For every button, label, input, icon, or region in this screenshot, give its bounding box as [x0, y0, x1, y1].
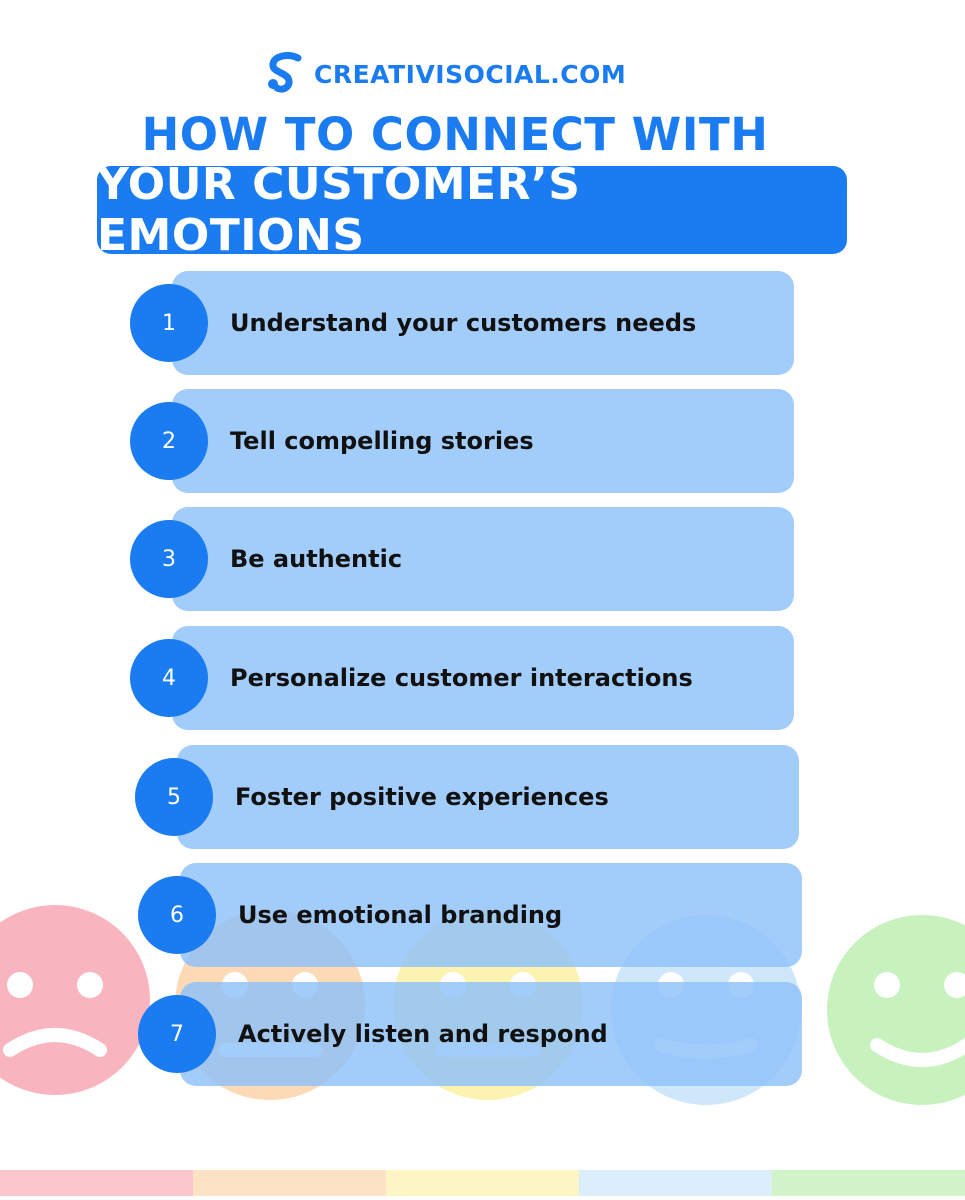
step-card — [172, 626, 794, 730]
stripe-orange — [193, 1170, 386, 1196]
step-card — [177, 745, 799, 849]
stripe-green — [772, 1170, 965, 1196]
stripe-yellow — [386, 1170, 579, 1196]
happy-face-icon — [827, 915, 965, 1105]
step-card — [172, 389, 794, 493]
brand-logo: CREATIVISOCIAL.COM — [264, 52, 626, 96]
step-number-badge: 2 — [130, 402, 208, 480]
step-text: Tell compelling stories — [230, 427, 534, 455]
step-number-badge: 3 — [130, 520, 208, 598]
step-card — [172, 271, 794, 375]
stripe-red — [0, 1170, 193, 1196]
step-number-badge: 1 — [130, 284, 208, 362]
step-card — [180, 863, 802, 967]
step-number-badge: 4 — [130, 639, 208, 717]
step-card — [172, 507, 794, 611]
step-text: Personalize customer interactions — [230, 664, 693, 692]
step-number-badge: 5 — [135, 758, 213, 836]
brand-name: CREATIVISOCIAL.COM — [314, 59, 627, 89]
step-text: Be authentic — [230, 545, 403, 573]
page-title-line2-banner: YOUR CUSTOMER’S EMOTIONS — [97, 159, 847, 261]
sad-face-icon — [0, 905, 150, 1095]
swirl-s-logo-icon — [268, 52, 302, 93]
color-stripe-bar — [0, 1170, 965, 1196]
page-title-line1: HOW TO CONNECT WITH — [141, 108, 769, 161]
step-text: Foster positive experiences — [235, 783, 609, 811]
stripe-blue — [579, 1170, 772, 1196]
step-text: Use emotional branding — [238, 901, 563, 929]
step-card — [180, 982, 802, 1086]
step-text: Understand your customers needs — [230, 309, 697, 337]
page-title-line2: YOUR CUSTOMER’S EMOTIONS — [97, 159, 581, 261]
step-text: Actively listen and respond — [238, 1020, 608, 1048]
step-number-badge: 6 — [138, 876, 216, 954]
step-number-badge: 7 — [138, 995, 216, 1073]
